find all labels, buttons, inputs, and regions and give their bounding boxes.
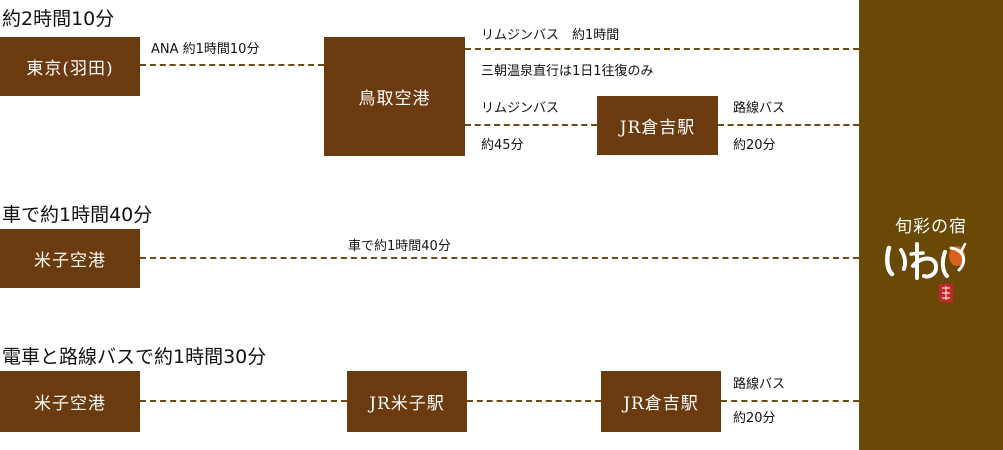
local-bus-time-air: 約20分 (733, 138, 776, 153)
destination-panel: 旬彩の宿 (859, 0, 1003, 450)
jr-yonago-station: JR米子駅 (347, 371, 467, 432)
direct-bus-label: リムジンバス 約1時間 (481, 28, 620, 43)
tottori-airport: 鳥取空港 (324, 37, 465, 156)
origin-yonago-airport-car: 米子空港 (0, 229, 140, 288)
direct-bus-note: 三朝温泉直行は1日1往復のみ (481, 64, 654, 79)
destination-name: 旬彩の宿 (895, 217, 967, 237)
local-bus-line-train (721, 400, 859, 402)
local-bus-time-train: 約20分 (733, 411, 776, 426)
jr-kurayoshi-station-air: JR倉吉駅 (597, 96, 718, 155)
flight-label: ANA 約1時間10分 (151, 42, 260, 57)
car-line-label: 車で約1時間40分 (348, 239, 451, 254)
local-bus-label-train: 路線バス (733, 377, 786, 392)
origin-yonago-airport-train: 米子空港 (0, 371, 140, 432)
direct-bus-line (465, 48, 859, 50)
route-air-heading: 約2時間10分 (2, 8, 115, 30)
iwai-logo (885, 242, 967, 302)
flight-line (140, 64, 324, 66)
local-bus-label-air: 路線バス (733, 101, 786, 116)
car-line (140, 257, 859, 259)
route-train-heading: 電車と路線バスで約1時間30分 (2, 346, 267, 368)
train-line-1 (140, 400, 347, 402)
origin-tokyo-haneda: 東京(羽田) (0, 37, 140, 96)
limousine-label: リムジンバス (481, 101, 560, 116)
route-car-heading: 車で約1時間40分 (2, 204, 153, 226)
limousine-line (465, 124, 597, 126)
limousine-time: 約45分 (481, 138, 524, 153)
train-line-2 (467, 400, 601, 402)
local-bus-line-air (718, 124, 859, 126)
jr-kurayoshi-station-train: JR倉吉駅 (601, 371, 721, 432)
